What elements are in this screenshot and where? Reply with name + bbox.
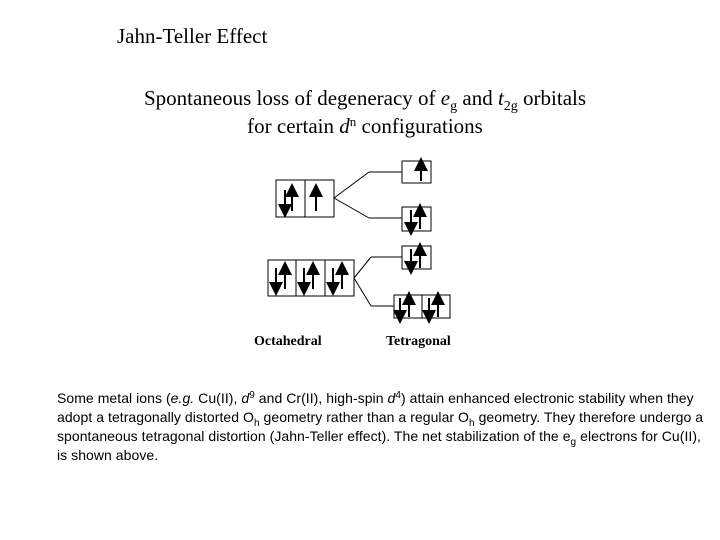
subtitle-text: orbitals	[517, 86, 587, 110]
octahedral-eg-box	[275, 179, 335, 218]
eg-subscript: g	[450, 99, 458, 114]
description-paragraph: Some metal ions (e.g. Cu(II), d9 and Cr(…	[57, 389, 707, 465]
eg-symbol: e	[440, 86, 451, 110]
subtitle-text: and	[457, 86, 498, 110]
para-text: Cu(II),	[194, 390, 242, 406]
dn-symbol: d	[339, 114, 350, 138]
tetragonal-t2g-lower	[393, 291, 451, 324]
para-text: ) attain enhanced electronic stability w…	[57, 390, 694, 425]
para-text: and Cr(II), high-spin	[254, 390, 388, 406]
d4-superscript: 4	[395, 390, 401, 401]
para-text: geometry. They therefore undergo a spont…	[57, 409, 704, 444]
page-title: Jahn-Teller Effect	[117, 24, 268, 48]
tetragonal-label: Tetragonal	[386, 334, 451, 349]
oh-subscript: h	[253, 418, 260, 429]
eg-subscript: g	[570, 437, 577, 448]
t2g-symbol: t	[497, 86, 504, 110]
octahedral-label: Octahedral	[254, 334, 322, 349]
tetragonal-eg-lower	[401, 203, 432, 236]
subtitle-line-1: Spontaneous loss of degeneracy of eg and…	[0, 84, 720, 114]
dn-superscript: n	[349, 114, 357, 129]
octahedral-t2g-box	[267, 259, 355, 297]
t2g-subscript: 2g	[503, 99, 518, 114]
subtitle-text: for certain	[247, 114, 340, 138]
subtitle-line-2: for certain dn configurations	[0, 112, 720, 140]
para-eg-italic: e.g.	[170, 390, 195, 406]
subtitle-text: Spontaneous loss of degeneracy of	[143, 86, 441, 110]
splitting-lines	[333, 171, 402, 307]
tetragonal-eg-upper	[401, 157, 432, 184]
d9-symbol: d	[241, 390, 250, 406]
tetragonal-t2g-upper	[401, 242, 432, 275]
para-text: Some metal ions (	[57, 390, 171, 406]
d9-superscript: 9	[249, 390, 255, 401]
d4-symbol: d	[387, 390, 396, 406]
subtitle-text: configurations	[356, 114, 483, 138]
para-text: geometry rather than a regular O	[259, 409, 469, 425]
oh-subscript: h	[469, 418, 475, 429]
para-text: electrons for Cu(II), is shown above.	[57, 428, 701, 463]
